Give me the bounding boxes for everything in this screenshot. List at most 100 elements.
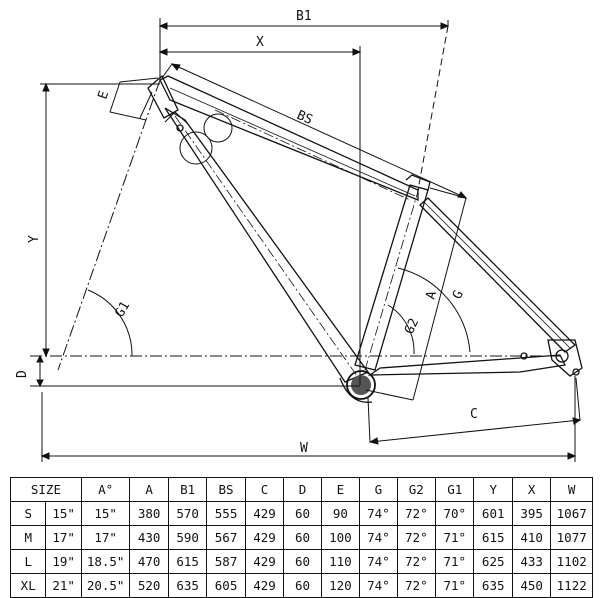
header-c: C	[244, 477, 285, 502]
table-cell: 74°	[359, 525, 398, 550]
down-tube	[164, 107, 370, 383]
header-y: Y	[473, 477, 513, 502]
label-x: X	[256, 35, 264, 50]
table-cell: 15"	[45, 501, 82, 526]
table-cell: 470	[129, 549, 169, 574]
label-bs: BS	[294, 108, 314, 128]
table-cell: 587	[206, 549, 246, 574]
label-e: E	[96, 89, 113, 101]
size-cell: XL	[9, 573, 47, 598]
table-cell: 1067	[550, 501, 593, 526]
table-cell: 429	[244, 549, 285, 574]
header-d: D	[283, 477, 322, 502]
size-cell: M	[9, 525, 47, 550]
label-b1: B1	[296, 9, 312, 24]
table-cell: 429	[244, 525, 285, 550]
top-tube	[159, 75, 419, 201]
table-cell: 450	[511, 573, 552, 598]
table-cell: 429	[244, 573, 285, 598]
table-cell: 120	[320, 573, 361, 598]
table-cell: 395	[511, 501, 552, 526]
header-size: SIZE	[10, 477, 82, 502]
table-cell: 615	[473, 525, 513, 550]
table-cell: 601	[473, 501, 513, 526]
header-g1: G1	[435, 477, 475, 502]
seat-stay	[419, 197, 577, 353]
table-cell: 1077	[550, 525, 593, 550]
header-a: A	[129, 477, 169, 502]
label-y: Y	[27, 235, 42, 243]
table-cell: 410	[511, 525, 552, 550]
table-cell: 520	[129, 573, 169, 598]
table-cell: 60	[283, 525, 322, 550]
table-cell: 635	[473, 573, 513, 598]
table-cell: 15"	[80, 501, 131, 526]
table-cell: 615	[167, 549, 208, 574]
header-a-nominal: A°	[80, 477, 131, 502]
table-cell: 60	[283, 573, 322, 598]
dimension-lines	[30, 18, 582, 462]
table-cell: 110	[320, 549, 361, 574]
table-cell: 71°	[435, 573, 475, 598]
table-cell: 555	[206, 501, 246, 526]
bottom-bracket	[346, 370, 376, 400]
rear-dropout	[547, 339, 583, 377]
header-w: W	[550, 477, 593, 502]
table-cell: 72°	[396, 501, 437, 526]
table-cell: 1102	[550, 549, 593, 574]
table-cell: 74°	[359, 573, 398, 598]
table-cell: 72°	[396, 549, 437, 574]
table-cell: 70°	[435, 501, 475, 526]
table-cell: 1122	[550, 573, 593, 598]
table-cell: 605	[206, 573, 246, 598]
header-x: X	[511, 477, 552, 502]
size-cell: L	[9, 549, 47, 574]
label-w: W	[300, 441, 308, 456]
seat-tube	[354, 184, 429, 371]
table-cell: 433	[511, 549, 552, 574]
label-g1: G1	[112, 299, 133, 320]
table-cell: 567	[206, 525, 246, 550]
table-cell: 430	[129, 525, 169, 550]
head-tube	[147, 74, 179, 119]
table-cell: 60	[283, 501, 322, 526]
table-cell: 72°	[396, 573, 437, 598]
table-cell: 90	[320, 501, 361, 526]
table-cell: 19"	[45, 549, 82, 574]
table-cell: 21"	[45, 573, 82, 598]
label-g2: G2	[402, 316, 422, 337]
header-g: G	[359, 477, 398, 502]
label-a: A	[423, 289, 440, 301]
table-cell: 570	[167, 501, 208, 526]
table-cell: 74°	[359, 501, 398, 526]
table-cell: 17"	[45, 525, 82, 550]
header-g2: G2	[396, 477, 437, 502]
table-cell: 100	[320, 525, 361, 550]
table-cell: 429	[244, 501, 285, 526]
table-cell: 60	[283, 549, 322, 574]
table-cell: 17"	[80, 525, 131, 550]
bike-frame	[139, 74, 583, 403]
table-cell: 72°	[396, 525, 437, 550]
table-cell: 625	[473, 549, 513, 574]
table-cell: 380	[129, 501, 169, 526]
chain-stay	[367, 354, 566, 376]
table-cell: 18.5"	[80, 549, 131, 574]
bike-frame-geometry-drawing: B1 X BS E Y G1 D W A G G2 C	[15, 9, 583, 462]
table-cell: 635	[167, 573, 208, 598]
table-cell: 590	[167, 525, 208, 550]
label-g: G	[450, 288, 467, 302]
label-d: D	[15, 370, 30, 378]
header-bs: BS	[206, 477, 246, 502]
table-cell: 74°	[359, 549, 398, 574]
label-c: C	[470, 407, 478, 422]
table-header-row: SIZE A° A B1 BS C D E G G2 G1 Y X W	[10, 477, 593, 502]
table-cell: 71°	[435, 525, 475, 550]
size-cell: S	[9, 501, 47, 526]
header-b1: B1	[167, 477, 208, 502]
